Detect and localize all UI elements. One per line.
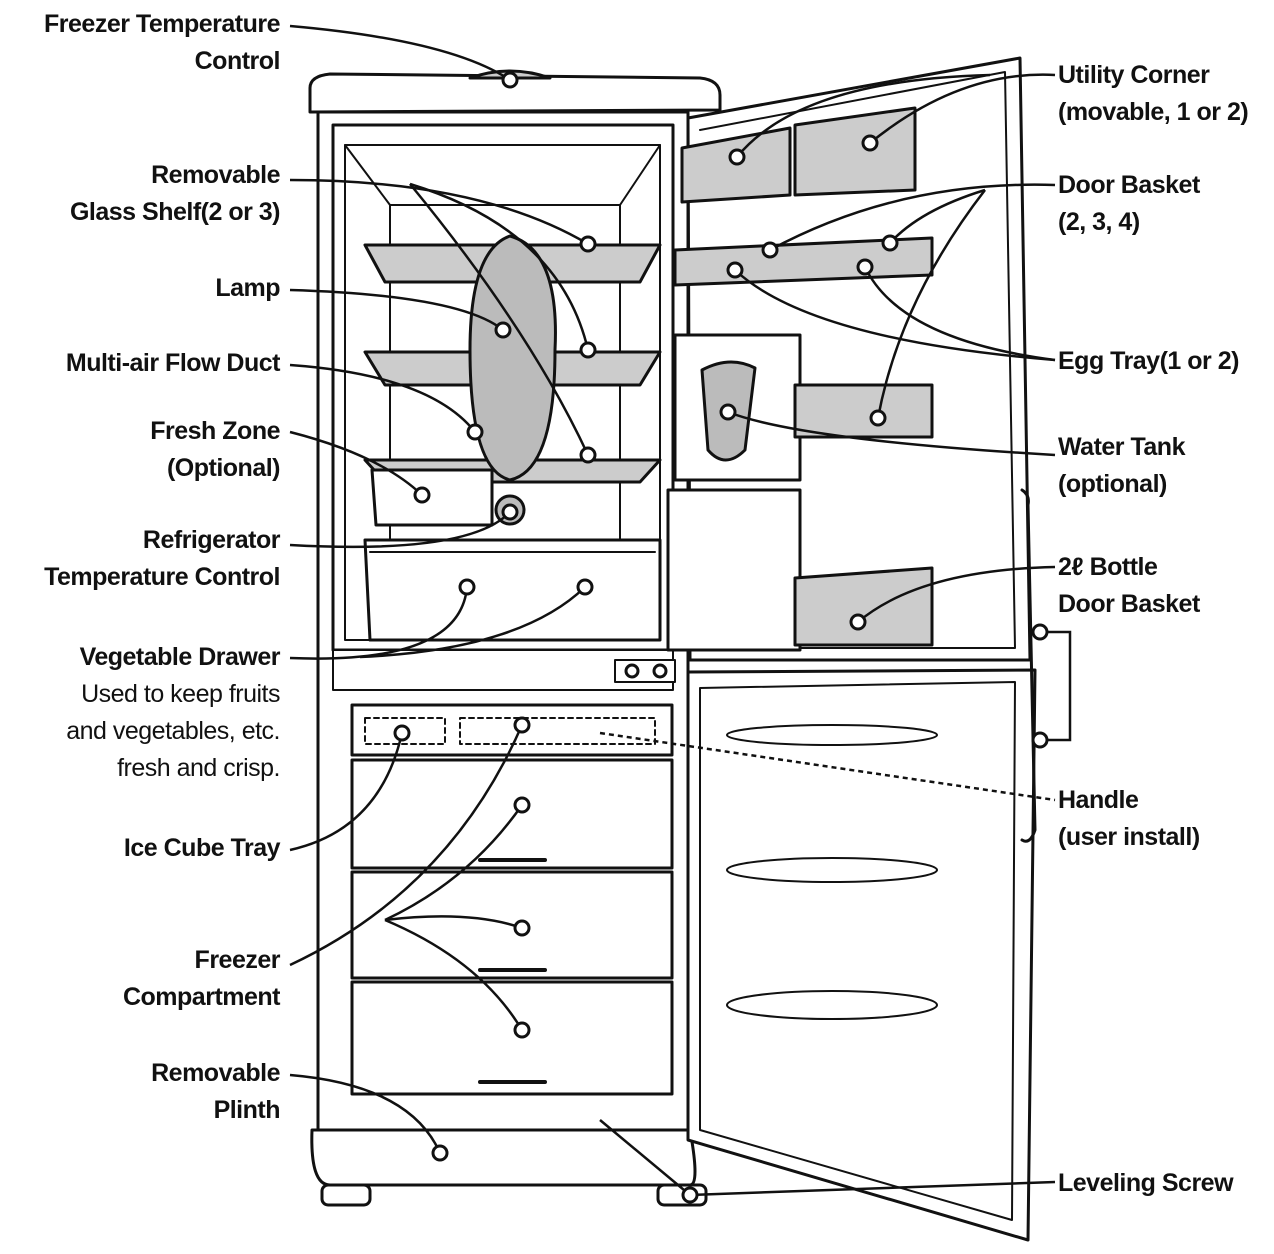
vegetable-drawer [363, 538, 662, 642]
label-air-duct: Multi-air Flow Duct [65, 349, 281, 377]
fresh-zone-box [370, 468, 494, 527]
handle [1020, 488, 1037, 843]
label-fresh-zone: Fresh Zone (Optional) [150, 417, 280, 482]
label-water-tank: Water Tank (optional) [1058, 433, 1185, 498]
label-fridge-temp-control: Refrigerator Temperature Control [44, 526, 280, 591]
label-vegetable-drawer: Vegetable Drawer Used to keep fruits and… [66, 643, 280, 782]
label-egg-tray: Egg Tray(1 or 2) [1058, 347, 1239, 375]
leader-lines [289, 24, 1072, 1197]
bottle-basket [793, 566, 934, 647]
label-lamp: Lamp [215, 274, 280, 302]
label-glass-shelf: Removable Glass Shelf(2 or 3) [69, 161, 281, 226]
door-basket-mid [793, 383, 934, 439]
label-plinth: Removable Plinth [151, 1059, 280, 1124]
label-freezer-temp-control: Freezer Temperature Control [44, 10, 280, 75]
label-leveling-screw: Leveling Screw [1058, 1169, 1234, 1197]
label-utility-corner: Utility Corner (movable, 1 or 2) [1058, 61, 1249, 126]
utility-corner [680, 106, 917, 204]
plinth [310, 1128, 697, 1187]
freezer-door [686, 668, 1037, 1242]
air-flow-duct [468, 234, 557, 482]
label-bottle-basket: 2ℓ Bottle Door Basket [1058, 553, 1200, 618]
label-ice-cube-tray: Ice Cube Tray [123, 834, 281, 862]
top-cap [308, 72, 722, 114]
label-door-basket: Door Basket (2, 3, 4) [1058, 171, 1200, 236]
label-freezer-compartment: Freezer Compartment [122, 946, 281, 1011]
label-handle: Handle (user install) [1058, 786, 1200, 851]
callout-dots [393, 71, 1049, 1204]
freezer-drawer-1 [350, 758, 674, 870]
freezer-drawer-3 [350, 980, 674, 1096]
